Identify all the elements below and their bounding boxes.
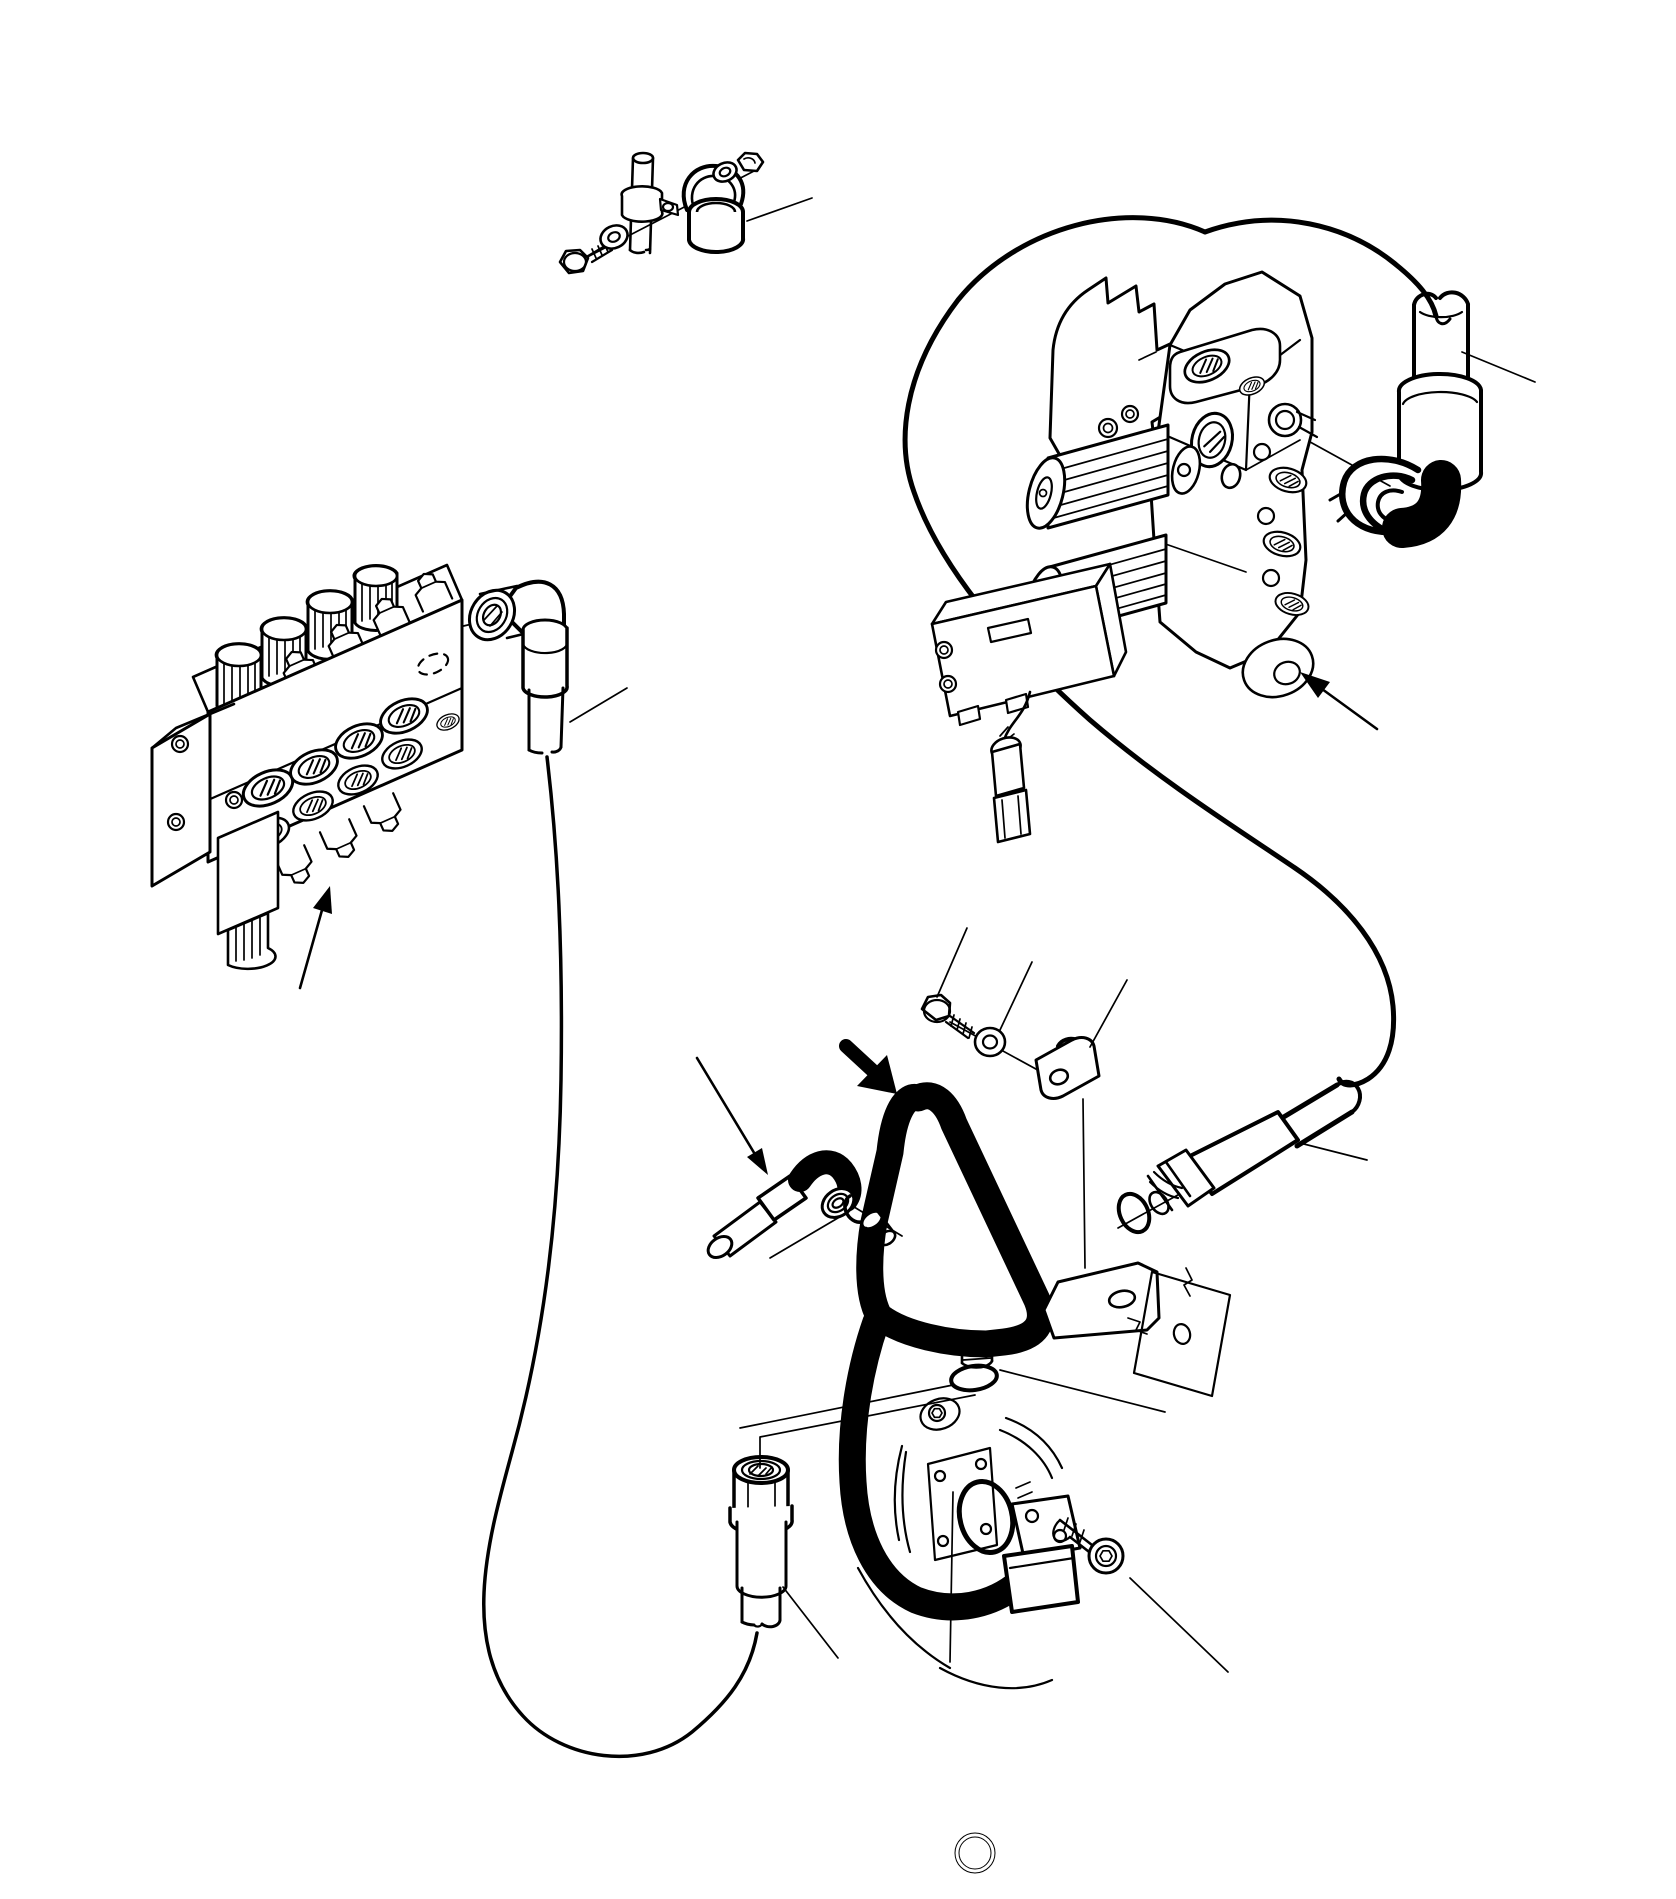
pipe-clamp-assembly	[558, 151, 765, 275]
auxiliary-valve-bank	[150, 563, 464, 971]
spool-cap	[273, 844, 313, 884]
tube-end	[740, 1586, 782, 1629]
socket-head-cap-screw	[1052, 1517, 1125, 1575]
o-ring	[1116, 1191, 1152, 1235]
cushion-clamp	[681, 163, 746, 254]
threaded-stub	[1146, 1160, 1192, 1216]
ferrule-sleeve	[1396, 371, 1484, 493]
elbow-swivel-fitting	[467, 579, 569, 755]
pump-flange-reference	[856, 1397, 1064, 1690]
ferrule	[1184, 1110, 1300, 1196]
arrow-bent-tube	[839, 1039, 897, 1094]
pipe-collar	[620, 185, 680, 223]
main-control-valve	[930, 270, 1319, 844]
snap-ring	[843, 1194, 866, 1224]
flange-screw	[920, 993, 976, 1040]
arrow-small-hose	[695, 1056, 768, 1175]
pilot-valve-block	[930, 562, 1128, 727]
leader-lines	[569, 197, 1536, 1673]
arrow-control-valve	[1300, 672, 1379, 731]
hose-neck	[527, 686, 565, 755]
hex	[1156, 1148, 1216, 1208]
hose-adapter-fitting	[706, 1150, 897, 1259]
hose-end-fitting	[728, 1455, 794, 1629]
spring-washer	[712, 161, 738, 183]
hose-clamp-nut	[1328, 455, 1422, 536]
badge-label: 8	[970, 1844, 980, 1863]
spool-cap	[362, 792, 402, 832]
spool-cap	[414, 572, 454, 613]
port-plug-column	[1252, 402, 1319, 620]
page-hotspot-badge[interactable]: 8	[954, 1832, 996, 1874]
hose-elbow-end	[1328, 290, 1484, 548]
tube	[1412, 290, 1470, 392]
bent-steel-tube	[838, 1082, 1054, 1621]
support-bracket	[1042, 1098, 1161, 1340]
tube-flange-elbow	[1002, 1494, 1082, 1614]
electrical-connector	[990, 690, 1032, 844]
mounting-panel-reference	[1127, 1267, 1232, 1398]
pointer-arrows	[298, 672, 1379, 1175]
return-hose	[482, 755, 759, 1759]
threaded-stub	[960, 1342, 994, 1369]
tube-clamp-plate	[1034, 1036, 1101, 1100]
tube-mounting-hardware	[920, 993, 1232, 1398]
o-ring	[956, 1479, 1016, 1555]
spool-cap	[318, 818, 358, 858]
hex-nut	[736, 151, 765, 173]
o-ring	[949, 1363, 999, 1393]
hose-end-adapter	[1116, 1079, 1362, 1235]
body	[735, 1520, 788, 1599]
solenoid-coil	[1025, 423, 1170, 530]
arrow-valve-bank	[298, 886, 332, 990]
flat-washer	[599, 224, 629, 250]
spring-washer	[973, 1026, 1007, 1058]
adapter-nipple	[860, 1210, 897, 1248]
elbow-sleeve	[521, 618, 569, 699]
